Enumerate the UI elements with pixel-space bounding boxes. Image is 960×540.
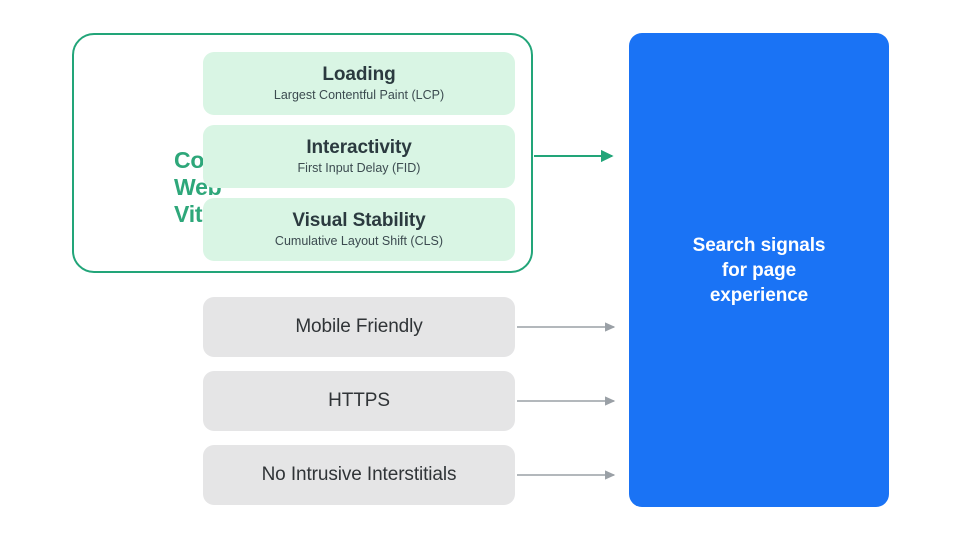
search-signals-line-3: experience (709, 284, 809, 306)
metric-card-subtitle: Cumulative Layout Shift (CLS) (274, 234, 444, 248)
signal-box-no-intrusive-interstitials[interactable]: No Intrusive Interstitials (203, 445, 515, 505)
search-signals-panel: Search signals for page experience (629, 33, 889, 507)
metric-card-title: Loading (322, 64, 396, 85)
metric-card-title: Visual Stability (292, 210, 426, 231)
metric-card-subtitle: First Input Delay (FID) (297, 161, 421, 175)
metric-card-loading[interactable]: Loading Largest Contentful Paint (LCP) (203, 52, 515, 115)
signal-box-mobile-friendly[interactable]: Mobile Friendly (203, 297, 515, 357)
signal-box-label: No Intrusive Interstitials (261, 464, 457, 485)
search-signals-line-1: Search signals (692, 234, 826, 256)
signal-box-label: HTTPS (328, 390, 390, 411)
search-signals-line-2: for page (721, 259, 797, 281)
metric-card-title: Interactivity (306, 137, 412, 158)
metric-card-subtitle: Largest Contentful Paint (LCP) (273, 88, 445, 102)
search-signals-text: Search signals for page experience (693, 233, 826, 308)
metric-card-interactivity[interactable]: Interactivity First Input Delay (FID) (203, 125, 515, 188)
signal-box-label: Mobile Friendly (295, 316, 423, 337)
metric-card-visual-stability[interactable]: Visual Stability Cumulative Layout Shift… (203, 198, 515, 261)
signal-box-https[interactable]: HTTPS (203, 371, 515, 431)
